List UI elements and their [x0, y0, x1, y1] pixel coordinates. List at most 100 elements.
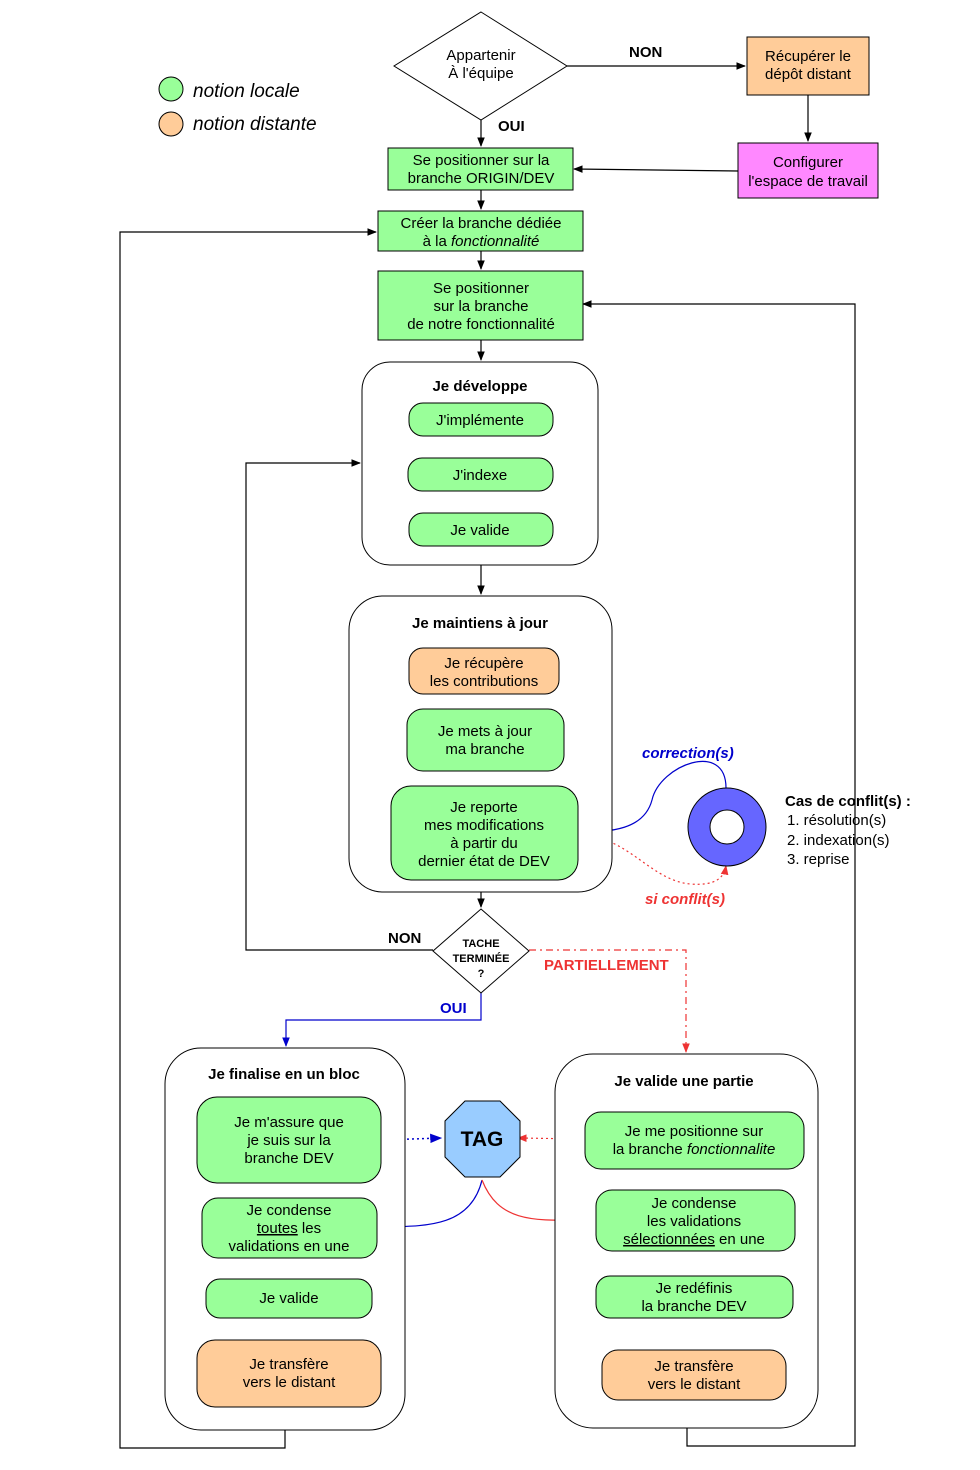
- conflict-step-3: 3. reprise: [787, 851, 850, 868]
- positionne-fonctionnalite-box[interactable]: Je me positionne sur la branche fonction…: [584, 1111, 805, 1170]
- conflict-cycle-hole: [709, 809, 745, 845]
- mets-a-jour-line-2: ma branche: [445, 741, 524, 758]
- recuperer-line-1: Récupérer le: [765, 48, 851, 65]
- finalize-title: Je finalise en un bloc: [208, 1066, 360, 1083]
- decision2-line-2: TERMINÉE: [453, 952, 510, 965]
- condense-toutes-line-1: Je condense: [246, 1202, 331, 1219]
- legend-local-swatch: [158, 76, 184, 102]
- conflict-title: Cas de conflit(s) :: [785, 793, 911, 810]
- creer-line-1: Créer la branche dédiée: [401, 215, 562, 232]
- reporte-line-4: dernier état de DEV: [418, 853, 550, 870]
- reporte-line-3: à partir du: [450, 835, 518, 852]
- creer-line-2-italic: fonctionnalité: [451, 233, 539, 250]
- legend: notion locale notion distante: [158, 76, 317, 137]
- decision-diamond: [393, 11, 568, 121]
- transfere-finalize-line-1: Je transfère: [249, 1356, 328, 1373]
- assure-line-3: branche DEV: [244, 1150, 333, 1167]
- reporte-modifications-box[interactable]: Je reporte mes modifications à partir du…: [390, 785, 579, 881]
- creer-line-2: à la fonctionnalité: [423, 233, 540, 250]
- arrow-finalize-loop-to-creer: [119, 228, 377, 1449]
- reporte-line-2: mes modifications: [424, 817, 544, 834]
- maintain-title: Je maintiens à jour: [412, 615, 548, 632]
- label-partiellement: PARTIELLEMENT: [544, 957, 669, 974]
- positionner-fonc-line-1: Se positionner: [433, 280, 529, 297]
- transfere-finalize-box[interactable]: Je transfère vers le distant: [196, 1339, 382, 1408]
- develop-title: Je développe: [432, 378, 527, 395]
- recupere-line-2: les contributions: [430, 673, 538, 690]
- positionner-dev-line-2: branche ORIGIN/DEV: [408, 170, 555, 187]
- condense-selection-underlined: sélectionnées: [623, 1231, 715, 1248]
- positionner-fonc-box[interactable]: Se positionner sur la branche de notre f…: [377, 270, 584, 341]
- redefinis-dev-box[interactable]: Je redéfinis la branche DEV: [595, 1275, 794, 1319]
- conflict-cases: Cas de conflit(s) : 1. résolution(s) 2. …: [785, 793, 911, 868]
- transfere-partial-box[interactable]: Je transfère vers le distant: [601, 1349, 787, 1401]
- positionne-line-2-italic: fonctionnalite: [687, 1141, 775, 1158]
- arrow-partiellement-to-partial: [529, 949, 690, 1053]
- decision2-line-1: TACHE: [462, 938, 499, 950]
- positionne-line-1: Je me positionne sur: [625, 1123, 763, 1140]
- positionner-fonc-line-3: de notre fonctionnalité: [407, 316, 555, 333]
- legend-remote-swatch: [158, 111, 184, 137]
- decision-tache-terminee: TACHE TERMINÉE ?: [432, 908, 530, 994]
- transfere-partial-line-1: Je transfère: [654, 1358, 733, 1375]
- indexe-box[interactable]: J'indexe: [407, 457, 554, 492]
- arrow-non-back-to-develop: [245, 459, 433, 951]
- condense-selection-line-1: Je condense: [651, 1195, 736, 1212]
- condense-toutes-box[interactable]: Je condense toutes les validations en un…: [201, 1197, 378, 1259]
- decision-line-1: Appartenir: [446, 47, 515, 64]
- tag-octagon[interactable]: TAG: [444, 1100, 521, 1178]
- arrow-configurer-to-positionner: [573, 165, 739, 173]
- implemente-box[interactable]: J'implémente: [408, 402, 554, 437]
- conflict-step-1: 1. résolution(s): [787, 812, 886, 829]
- positionne-line-2-prefix: la branche: [613, 1141, 687, 1158]
- conflict-cycle-icon: [688, 788, 766, 866]
- decision-appartenir: Appartenir À l'équipe: [393, 11, 568, 121]
- legend-remote-label: notion distante: [193, 114, 317, 135]
- valide-finalize-label: Je valide: [259, 1290, 318, 1307]
- redefinis-line-1: Je redéfinis: [656, 1280, 733, 1297]
- decision-line-2: À l'équipe: [448, 65, 513, 82]
- condense-selection-box[interactable]: Je condense les validations sélectionnée…: [595, 1189, 796, 1252]
- label-oui-decision2: OUI: [440, 1000, 467, 1017]
- creer-line-2-prefix: à la: [423, 233, 451, 250]
- conflict-step-2: 2. indexation(s): [787, 832, 890, 849]
- recupere-line-1: Je récupère: [444, 655, 523, 672]
- configurer-line-2: l'espace de travail: [748, 173, 868, 190]
- assure-line-1: Je m'assure que: [234, 1114, 344, 1131]
- label-oui-top: OUI: [498, 118, 525, 135]
- positionner-fonc-line-2: sur la branche: [433, 298, 528, 315]
- arrow-oui-to-finalize: [282, 993, 482, 1047]
- label-non-top: NON: [629, 44, 662, 61]
- decision2-line-3: ?: [478, 968, 485, 980]
- legend-local-label: notion locale: [193, 81, 300, 102]
- configurer-espace-box[interactable]: Configurer l'espace de travail: [737, 142, 879, 199]
- reporte-line-1: Je reporte: [450, 799, 518, 816]
- transfere-finalize-line-2: vers le distant: [243, 1374, 336, 1391]
- conflict-cycle-outline: [687, 787, 767, 867]
- condense-toutes-line-2: toutes les: [257, 1220, 321, 1237]
- condense-toutes-rest: les: [298, 1220, 321, 1237]
- positionne-line-2: la branche fonctionnalite: [613, 1141, 776, 1158]
- label-si-conflit: si conflit(s): [645, 891, 725, 908]
- recuperer-line-2: dépôt distant: [765, 66, 852, 83]
- mets-a-jour-line-1: Je mets à jour: [438, 723, 532, 740]
- valide-dev-label: Je valide: [450, 522, 509, 539]
- condense-selection-line-3: sélectionnées en une: [623, 1231, 765, 1248]
- tag-label: TAG: [461, 1128, 504, 1151]
- assure-branche-dev-box[interactable]: Je m'assure que je suis sur la branche D…: [196, 1096, 382, 1184]
- recuperer-depot-box[interactable]: Récupérer le dépôt distant: [746, 36, 870, 96]
- condense-toutes-line-3: validations en une: [229, 1238, 350, 1255]
- creer-branche-box[interactable]: Créer la branche dédiée à la fonctionnal…: [377, 210, 584, 252]
- recupere-contributions-box[interactable]: Je récupère les contributions: [408, 647, 560, 695]
- positionner-dev-line-1: Se positionner sur la: [413, 152, 550, 169]
- valide-finalize-box[interactable]: Je valide: [205, 1278, 373, 1319]
- condense-selection-line-2: les validations: [647, 1213, 741, 1230]
- transfere-partial-line-2: vers le distant: [648, 1376, 741, 1393]
- positionner-dev-box[interactable]: Se positionner sur la branche ORIGIN/DEV: [387, 147, 574, 191]
- arrow-partial-loop-to-positionner: [582, 300, 856, 1447]
- mets-a-jour-box[interactable]: Je mets à jour ma branche: [406, 708, 565, 772]
- partial-title: Je valide une partie: [614, 1073, 753, 1090]
- decision2-diamond: [432, 908, 530, 994]
- configurer-line-1: Configurer: [773, 154, 843, 171]
- valide-dev-box[interactable]: Je valide: [408, 512, 554, 547]
